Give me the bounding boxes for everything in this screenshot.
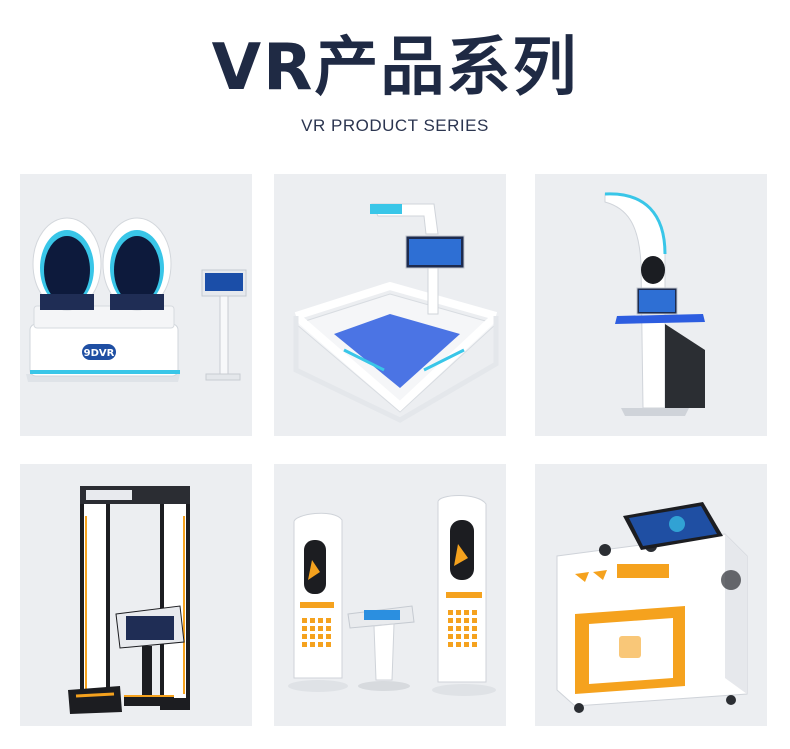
egg-chair-illustration: 9DVR [26,217,247,382]
product-card-electric-shock-box[interactable] [535,464,767,726]
product-card-walking-platform[interactable] [274,174,506,436]
product-card-egg-chair[interactable]: 9DVR [20,174,252,436]
brand-label: 9DVR [84,348,115,359]
page-title: VR产品系列 [211,31,579,105]
page-subtitle: VR PRODUCT SERIES [301,116,489,135]
walking-platform-illustration [293,203,499,423]
helmet-kiosk-illustration [604,192,705,416]
safety-pillars-illustration [288,495,496,696]
product-card-safety-frame[interactable] [20,464,252,726]
product-card-safety-pillars[interactable] [274,464,506,726]
safety-frame-illustration [68,486,190,714]
product-card-helmet-kiosk[interactable] [535,174,767,436]
electric-shock-box-illustration [556,502,748,713]
